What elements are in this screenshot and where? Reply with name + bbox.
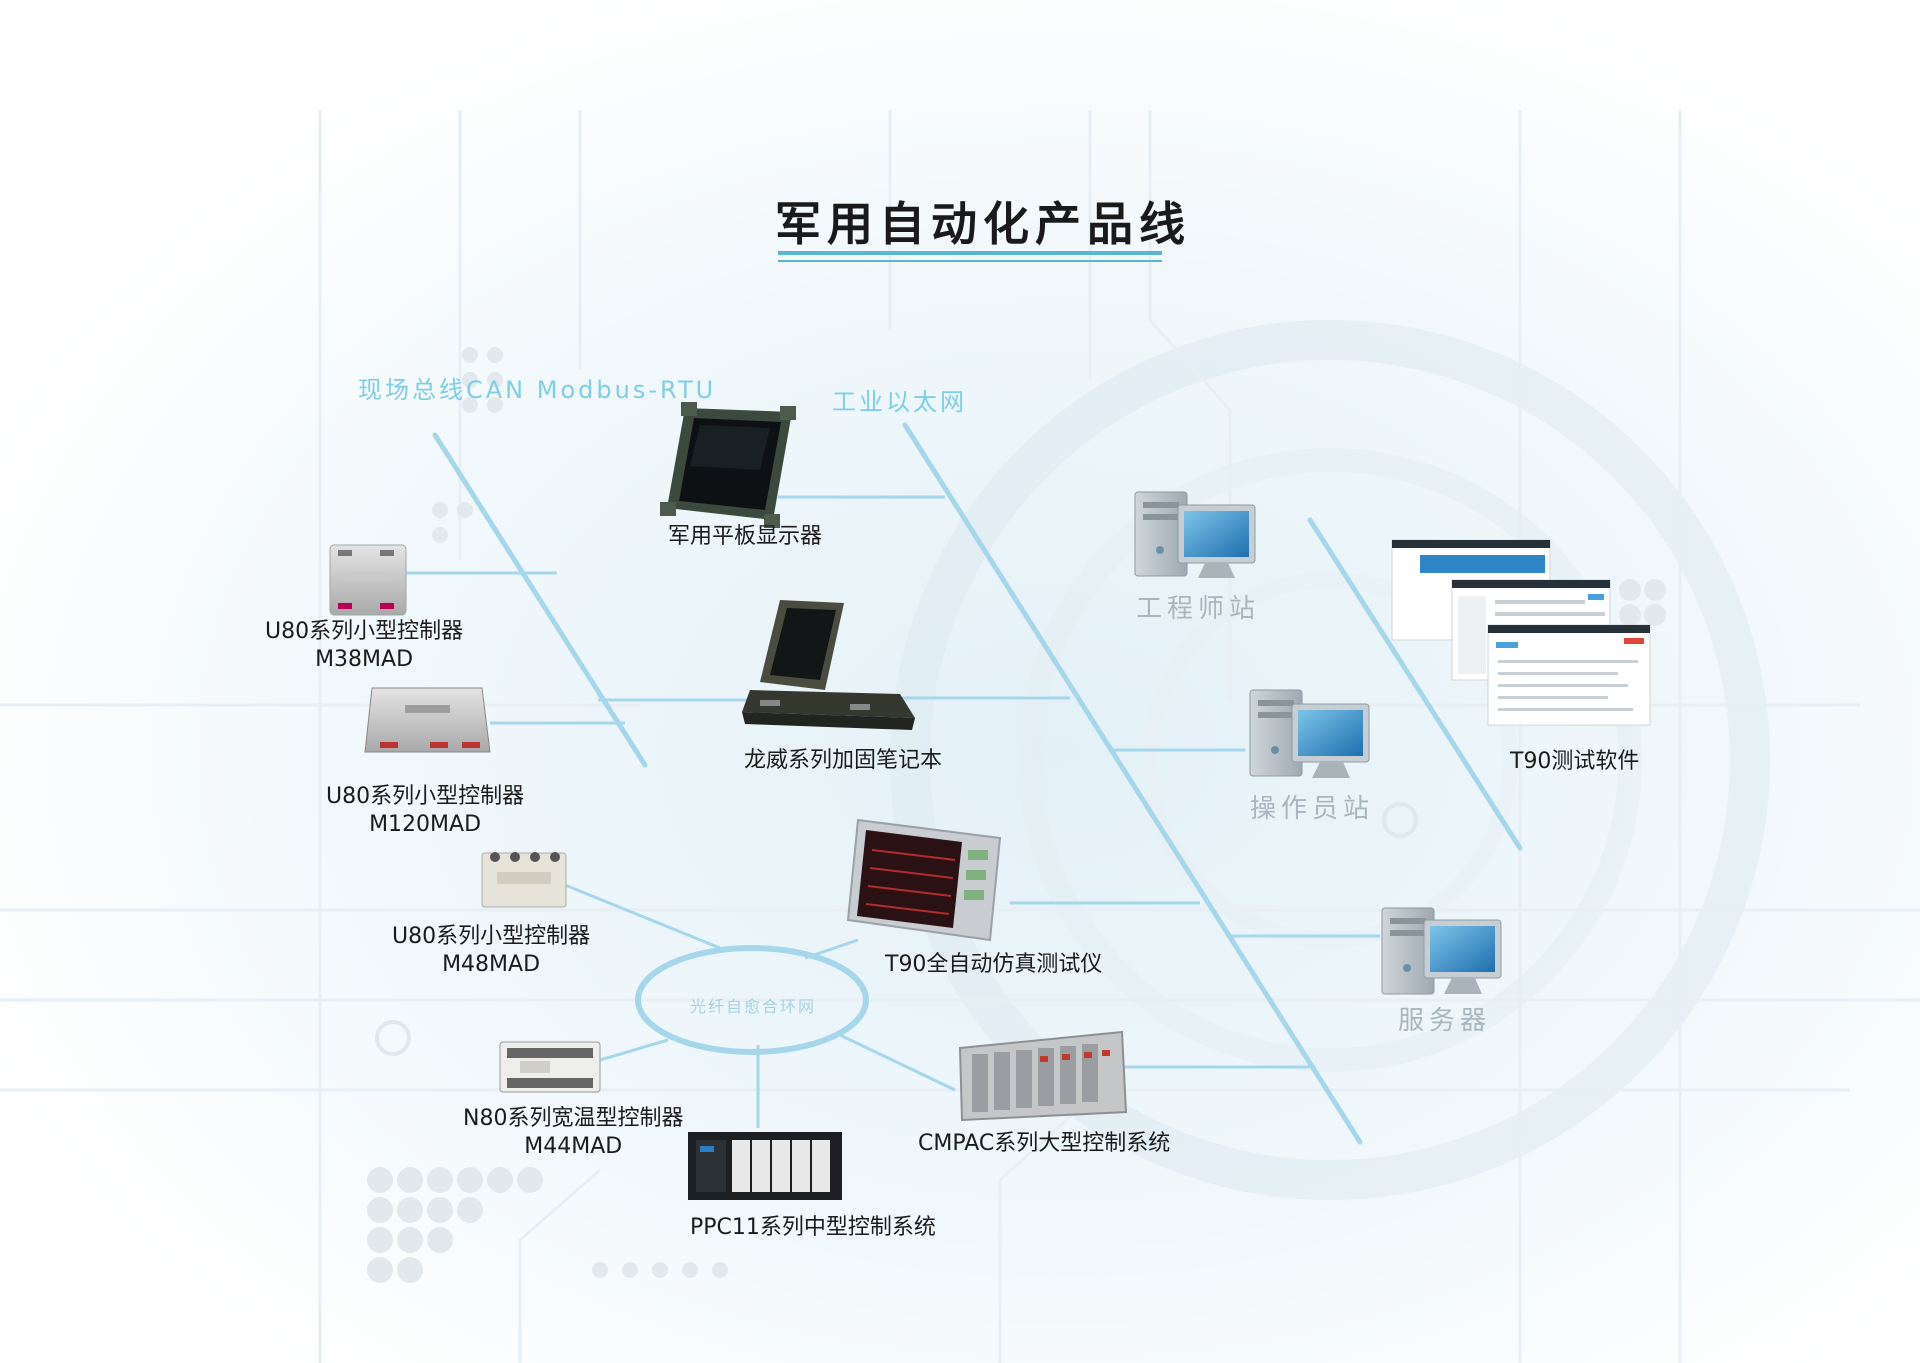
connector-u80-m48-ring [564, 883, 721, 950]
cmpac-label: CMPAC系列大型控制系统 [918, 1131, 1171, 1156]
cmpac-control-system-image[interactable] [958, 1030, 1128, 1122]
u80-m38-model: M38MAD [315, 647, 414, 672]
u80-m38mad-controller-image[interactable] [329, 544, 407, 616]
operator-station-computer-image[interactable] [1249, 689, 1370, 778]
u80-m48mad-controller-image[interactable] [481, 852, 567, 908]
ppc11-label: PPC11系列中型控制系统 [690, 1215, 936, 1240]
server-label: 服务器 [1398, 1006, 1492, 1036]
t90-software-screenshots-image[interactable] [1391, 539, 1651, 726]
fieldbus-backbone-line [432, 432, 648, 768]
tablet-label: 军用平板显示器 [668, 524, 823, 549]
t90-tester-label: T90全自动仿真测试仪 [885, 952, 1103, 977]
n80-model: M44MAD [524, 1134, 623, 1159]
fiber-ring-label: 光纤自愈合环网 [690, 997, 817, 1016]
connector-cmpac-ring [839, 1033, 956, 1092]
notebook-label: 龙威系列加固笔记本 [744, 748, 943, 773]
engineer-station-computer-image[interactable] [1134, 491, 1256, 578]
rugged-notebook-image[interactable] [742, 600, 915, 730]
software-backbone-line [1307, 517, 1523, 851]
ppc11-control-system-image[interactable] [688, 1132, 842, 1200]
ethernet-backbone-line [902, 422, 1363, 1145]
server-computer-image[interactable] [1381, 907, 1502, 995]
u80-m48-name: U80系列小型控制器 [392, 924, 591, 949]
t90-simulation-tester-image[interactable] [846, 818, 1002, 942]
fieldbus-label-line2: Modbus-RTU [536, 376, 717, 404]
u80-m48-model: M48MAD [442, 952, 541, 977]
fiber-ring-ellipse [635, 945, 869, 1055]
n80-name: N80系列宽温型控制器 [463, 1106, 684, 1131]
u80-m38-name: U80系列小型控制器 [265, 619, 464, 644]
u80-m120-label: U80系列小型控制器 M120MAD [326, 783, 524, 839]
fieldbus-label-line1: 现场总线CAN [358, 376, 527, 404]
ethernet-network-label: 工业以太网 [832, 388, 967, 416]
engineer-station-label: 工程师站 [1136, 594, 1261, 624]
n80-m44mad-controller-image[interactable] [499, 1041, 601, 1093]
u80-m120mad-controller-image[interactable] [364, 687, 491, 753]
title-underline [778, 251, 1162, 262]
u80-m48-label: U80系列小型控制器 M48MAD [392, 923, 590, 979]
page-title: 军用自动化产品线 [775, 197, 1191, 251]
u80-m120-model: M120MAD [369, 812, 482, 837]
n80-label: N80系列宽温型控制器 M44MAD [463, 1105, 683, 1161]
operator-station-label: 操作员站 [1250, 794, 1375, 824]
connector-n80-ring [599, 1038, 669, 1062]
t90-software-label: T90测试软件 [1510, 749, 1640, 774]
u80-m38-label: U80系列小型控制器 M38MAD [265, 618, 463, 674]
u80-m120-name: U80系列小型控制器 [326, 784, 525, 809]
military-tablet-image[interactable] [660, 402, 796, 528]
fieldbus-network-label: 现场总线CAN Modbus-RTU [358, 376, 716, 404]
